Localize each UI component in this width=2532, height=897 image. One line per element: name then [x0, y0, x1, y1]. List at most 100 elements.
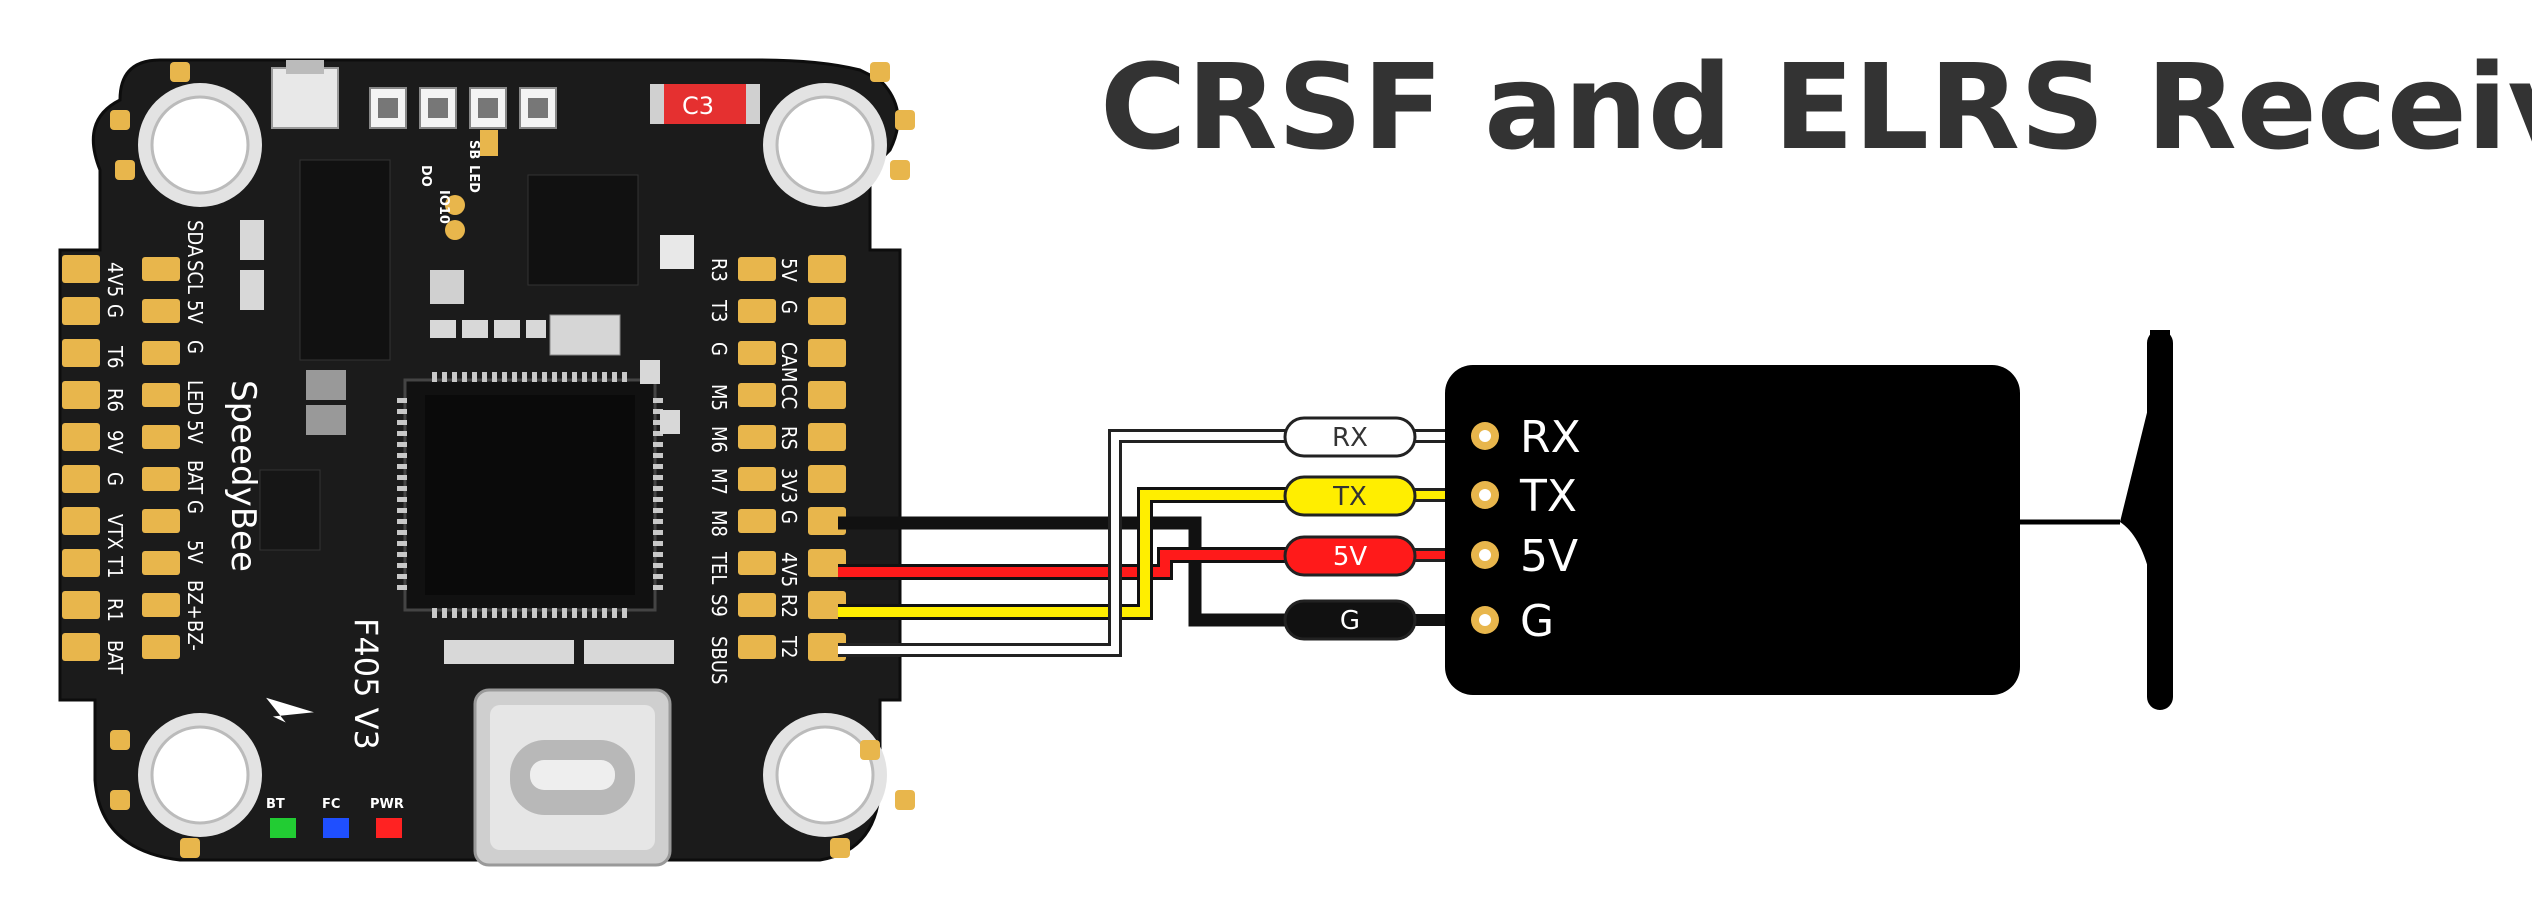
left-pad-column — [62, 255, 180, 661]
right-pad-label: RS — [777, 426, 801, 450]
right-pad-label: CAM — [777, 342, 801, 382]
right-inner-pad — [738, 593, 776, 617]
left-outer-pad — [62, 339, 100, 367]
left-inner-pad — [142, 467, 180, 491]
wire-tag-tx: TX — [1283, 475, 1417, 517]
right-pad-label: G — [777, 300, 801, 314]
right-inner-label: M8 — [707, 510, 731, 537]
right-inner-label: S9 — [707, 594, 731, 617]
corner-pad — [895, 110, 915, 130]
right-pad-label: R2 — [777, 594, 801, 618]
left-pad-label: VTX — [103, 514, 127, 550]
corner-pad — [180, 838, 200, 858]
corner-pad — [170, 62, 190, 82]
right-inner-label: TEL — [707, 551, 731, 584]
page-title: CRSF and ELRS Receiver — [1100, 38, 2532, 176]
left-inner-label: G — [183, 340, 207, 354]
passive-components — [240, 130, 694, 664]
wire-rx-core — [838, 432, 1290, 654]
right-outer-pad — [808, 381, 846, 409]
right-pad-label: G — [777, 510, 801, 524]
corner-pad — [870, 62, 890, 82]
right-inner-pad — [738, 635, 776, 659]
left-inner-label: 5V — [183, 540, 207, 564]
led-fc-label: FC — [322, 797, 340, 812]
left-outer-pad — [62, 297, 100, 325]
usb-c-port — [473, 688, 672, 867]
mount-hole-top-right — [763, 83, 887, 207]
left-inner-label: SCL — [183, 260, 207, 294]
left-inner-pad — [142, 551, 180, 575]
left-inner-label: 5V — [183, 420, 207, 444]
wire-tag-rx-label: RX — [1332, 423, 1368, 453]
right-inner-label: M7 — [707, 468, 731, 495]
left-outer-pad — [62, 591, 100, 619]
left-outer-pad — [62, 423, 100, 451]
model-label: F405 V3 — [347, 618, 385, 750]
right-inner-pad — [738, 257, 776, 281]
receiver-pad-rx — [1471, 422, 1499, 450]
misc-label-io10: IO10 — [436, 190, 451, 224]
left-outer-pad — [62, 507, 100, 535]
capacitor-c3: C3 — [650, 84, 760, 124]
corner-pad — [110, 730, 130, 750]
left-inner-label: BZ+ — [183, 580, 207, 620]
corner-pads — [110, 62, 915, 858]
receiver-pin-5v: 5V — [1520, 531, 1578, 582]
corner-pad — [110, 790, 130, 810]
corner-pad — [110, 110, 130, 130]
left-outer-pad — [62, 465, 100, 493]
right-outer-pad — [808, 591, 846, 619]
right-inner-label: T3 — [707, 299, 731, 322]
left-inner-pad — [142, 341, 180, 365]
arrow-icon — [266, 697, 314, 723]
right-inner-pad — [738, 551, 776, 575]
status-leds: BT FC PWR — [266, 797, 404, 838]
crystal — [549, 314, 621, 356]
left-pad-label: G — [103, 472, 127, 486]
left-inner-pad — [142, 593, 180, 617]
left-inner-label: LED — [183, 380, 207, 415]
receiver-pin-rx: RX — [1520, 412, 1581, 463]
top-led-row — [369, 87, 557, 129]
left-inner-pad — [142, 383, 180, 407]
boot-button — [271, 60, 339, 129]
left-inner-label: BZ- — [183, 620, 207, 651]
wire-g — [838, 516, 1290, 627]
left-inner-pad — [142, 425, 180, 449]
brand-label: SpeedyBee — [223, 380, 263, 572]
wire-5v-core — [838, 550, 1290, 577]
right-pad-label: 5V — [777, 258, 801, 282]
corner-pad — [860, 740, 880, 760]
left-outer-pad — [62, 255, 100, 283]
right-outer-pad — [808, 255, 846, 283]
left-inner-pad — [142, 257, 180, 281]
right-outer-pad — [808, 423, 846, 451]
left-pad-label: 9V — [103, 430, 127, 454]
corner-pad — [830, 838, 850, 858]
corner-pad — [115, 160, 135, 180]
receiver-pad-5v — [1471, 541, 1499, 569]
mount-hole-bottom-left — [138, 713, 262, 837]
led-bt-label: BT — [266, 797, 285, 812]
mcu-chip — [403, 378, 657, 612]
right-inner-pad — [738, 509, 776, 533]
left-pad-label: R1 — [103, 598, 127, 622]
wire-tag-g: G — [1283, 599, 1417, 641]
mcu-pins — [397, 372, 663, 618]
right-inner-label: R3 — [707, 258, 731, 282]
right-outer-pad — [808, 465, 846, 493]
led-pwr-label: PWR — [370, 797, 404, 812]
left-inner-label: SDA — [183, 220, 207, 258]
receiver-pad-tx — [1471, 481, 1499, 509]
right-outer-pad — [808, 549, 846, 577]
left-inner-pad — [142, 299, 180, 323]
mount-hole-bottom-right — [763, 713, 887, 837]
right-inner-pad — [738, 383, 776, 407]
right-inner-pad — [738, 467, 776, 491]
